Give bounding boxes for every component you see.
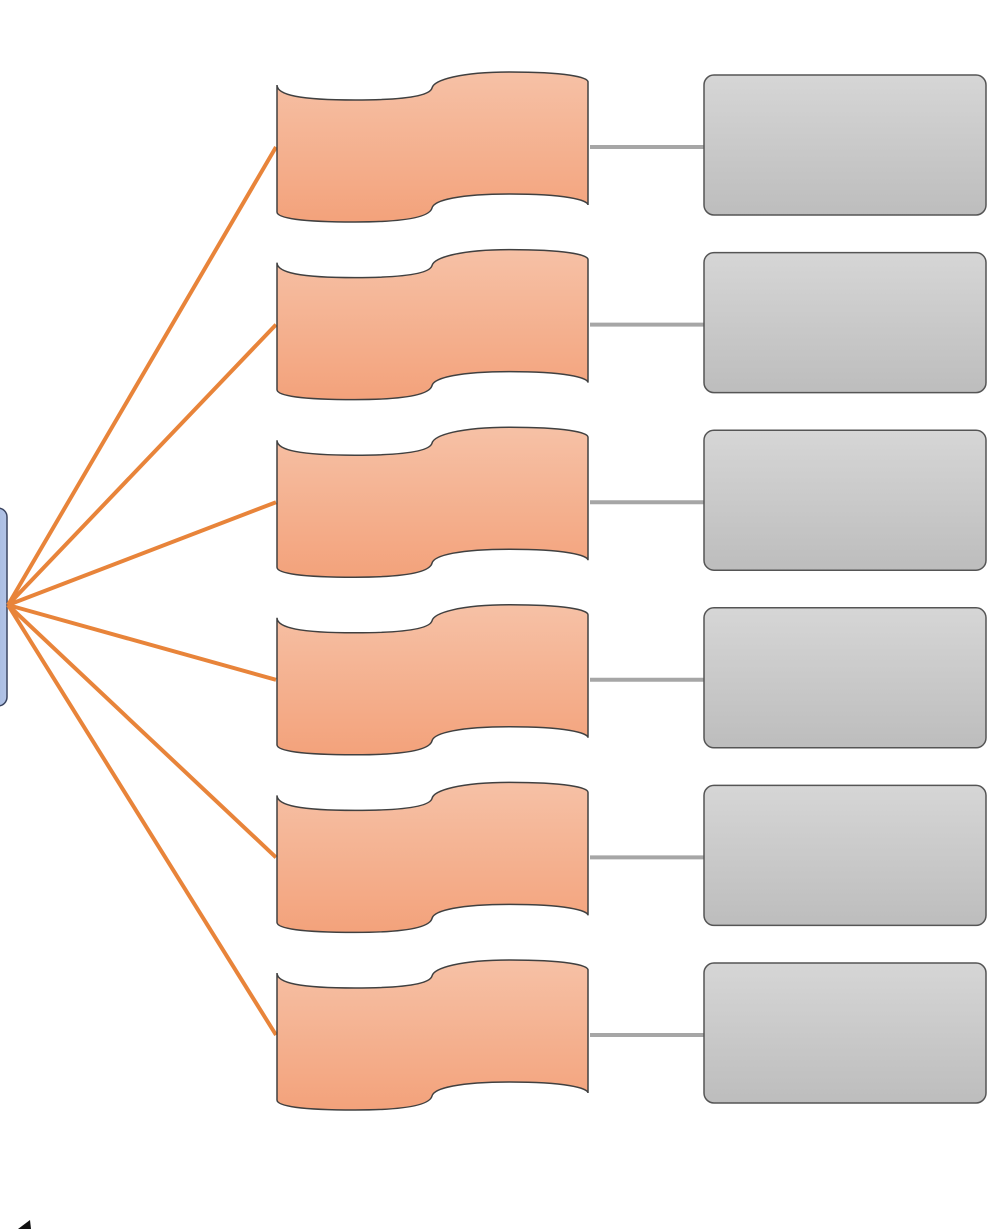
detail-box[interactable]	[703, 607, 987, 749]
branch-5	[276, 781, 987, 934]
page-number-fragment	[18, 1220, 31, 1229]
wave-node[interactable]	[276, 959, 589, 1111]
connector-line	[6, 603, 278, 859]
wave-node[interactable]	[276, 426, 589, 578]
branch-2	[276, 248, 987, 401]
connector-line	[7, 603, 277, 682]
connector-line	[7, 500, 277, 607]
connector-line	[6, 323, 278, 607]
connector-line	[6, 145, 278, 607]
branch-6	[276, 959, 987, 1111]
wave-node[interactable]	[276, 248, 589, 401]
branch-4	[276, 604, 987, 756]
branch-1	[276, 71, 987, 223]
wave-node[interactable]	[276, 604, 589, 756]
connector-line	[6, 603, 278, 1037]
detail-box[interactable]	[703, 784, 987, 927]
root-node[interactable]	[0, 507, 8, 707]
branch-3	[276, 426, 987, 578]
detail-box[interactable]	[703, 251, 987, 394]
wave-node[interactable]	[276, 71, 589, 223]
detail-box[interactable]	[703, 429, 987, 571]
detail-box[interactable]	[703, 74, 987, 216]
detail-box[interactable]	[703, 962, 987, 1104]
wave-node[interactable]	[276, 781, 589, 934]
